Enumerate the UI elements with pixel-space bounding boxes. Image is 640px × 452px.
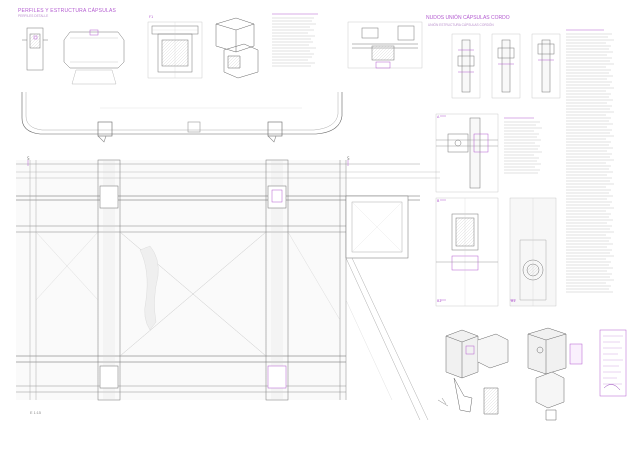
- spec-list-2: [566, 29, 614, 293]
- capsule-curved-section: [21, 92, 343, 143]
- main-structure-elevation: [16, 159, 440, 421]
- right-subtitle: UNIÓN ESTRUCTURA CÁPSULAS CORDÓN: [428, 23, 494, 27]
- node-detail-top: [347, 21, 423, 69]
- detail-label-a: A: [437, 115, 440, 119]
- spec-list-3: [504, 117, 542, 174]
- stamp-block: [599, 329, 627, 397]
- axonometric-node: [215, 17, 259, 79]
- profile-detail-2: [63, 29, 125, 85]
- detail-a: [435, 113, 499, 193]
- spec-list-1: [272, 13, 318, 67]
- detail-b: [435, 197, 499, 307]
- section-marker-s-right: S: [347, 156, 350, 161]
- section-markers: [27, 115, 516, 301]
- section-f1: [147, 21, 203, 79]
- detail-label-f1: F1: [149, 15, 154, 19]
- vertical-detail-3: [531, 33, 561, 99]
- detail-label-b1: B1: [511, 299, 516, 303]
- scale-label: E 1:15: [30, 411, 41, 415]
- right-title: NUDOS UNIÓN CÁPSULAS CORDO: [426, 15, 510, 21]
- sheet-title: PERFILES Y ESTRUCTURA CÁPSULAS: [18, 8, 117, 14]
- exploded-axonometric-1: [437, 329, 509, 415]
- detail-b1: [509, 197, 557, 307]
- vertical-detail-2: [491, 33, 521, 99]
- detail-label-b: B: [437, 199, 440, 203]
- exploded-axonometric-2: [527, 327, 583, 421]
- sheet-subtitle: PERFILES DETALLE: [18, 14, 49, 18]
- section-marker-s-left: S: [27, 156, 30, 161]
- vertical-detail-1: [451, 33, 481, 99]
- detail-label-b2: B2: [437, 299, 442, 303]
- profile-detail-1: [22, 27, 48, 71]
